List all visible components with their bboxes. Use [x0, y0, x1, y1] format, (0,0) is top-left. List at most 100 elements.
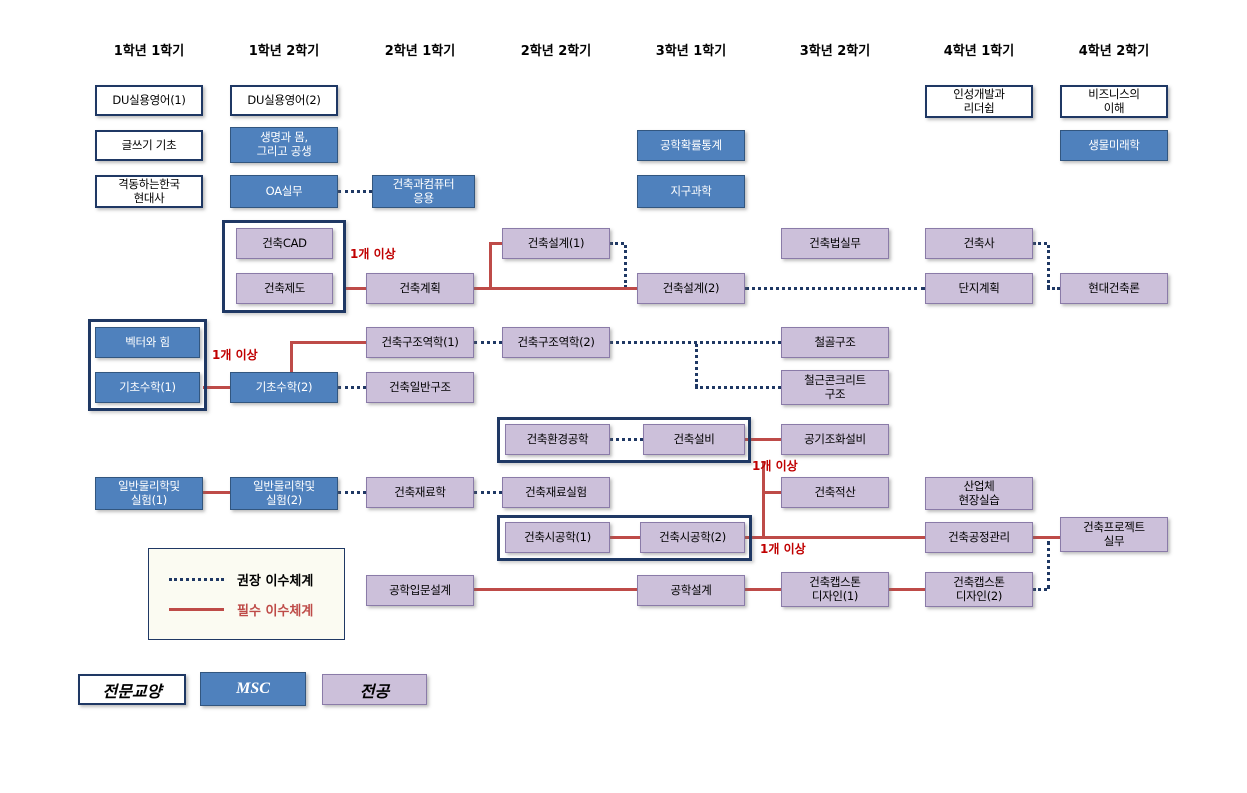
- course-du-practical-english-2: DU실용영어(2): [230, 85, 338, 116]
- recommended-path-line: [1047, 541, 1050, 589]
- course-building-environment-engineering: 건축환경공학: [505, 424, 610, 455]
- course-vector-and-force: 벡터와 힘: [95, 327, 200, 358]
- required-path-line: [203, 490, 230, 494]
- semester-header-1: 1학년 1학기: [113, 44, 185, 59]
- required-label: 필수 이수체계: [237, 603, 314, 619]
- required-line-sample: [169, 607, 224, 611]
- required-path-line: [889, 587, 925, 591]
- course-industry-field-training: 산업체 현장실습: [925, 477, 1033, 510]
- category-general-education: 전문교양: [78, 674, 186, 705]
- recommended-path-line: [745, 286, 925, 290]
- course-engineering-probability-statistics: 공학확률통계: [637, 130, 745, 161]
- recommended-path-line: [474, 340, 502, 344]
- recommended-path-line: [610, 437, 643, 441]
- required-path-line: [489, 241, 502, 245]
- course-modern-architecture-theory: 현대건축론: [1060, 273, 1168, 304]
- recommended-path-line: [338, 490, 366, 494]
- elective-group-cad-drafting: [222, 220, 346, 313]
- recommended-path-line: [338, 385, 366, 389]
- course-general-physics-lab-1: 일반물리학및 실험(1): [95, 477, 203, 510]
- recommended-label: 권장 이수체계: [237, 573, 314, 589]
- course-site-planning: 단지계획: [925, 273, 1033, 304]
- course-structural-mechanics-2: 건축구조역학(2): [502, 327, 610, 358]
- semester-header-3: 2학년 1학기: [384, 44, 456, 59]
- category-msc: MSC: [200, 672, 306, 706]
- required-path-line: [745, 535, 925, 539]
- line-legend: 권장 이수체계 필수 이수체계: [148, 548, 345, 640]
- semester-header-2: 1학년 2학기: [248, 44, 320, 59]
- course-architecture-drafting: 건축제도: [236, 273, 333, 304]
- semester-header-6: 3학년 2학기: [799, 44, 871, 59]
- recommended-path-line: [474, 490, 502, 494]
- recommended-path-line: [610, 241, 624, 245]
- course-building-materials-experiment: 건축재료실험: [502, 477, 610, 508]
- course-architecture-cad: 건축CAD: [236, 228, 333, 259]
- course-bio-futurology: 생물미래학: [1060, 130, 1168, 161]
- course-architecture-project-practice: 건축프로젝트 실무: [1060, 517, 1168, 552]
- recommended-path-line: [1047, 286, 1060, 290]
- course-architecture-design-2: 건축설계(2): [637, 273, 745, 304]
- course-basic-math-1: 기초수학(1): [95, 372, 200, 403]
- course-architecture-computer-application: 건축과컴퓨터 응용: [372, 175, 475, 208]
- required-path-line: [745, 587, 781, 591]
- recommended-path-line: [338, 189, 372, 193]
- recommended-path-line: [1033, 241, 1047, 245]
- required-path-line: [290, 340, 366, 344]
- required-path-line: [762, 490, 781, 494]
- min-one-required-note: 1개 이상: [760, 542, 806, 556]
- required-path-line: [290, 342, 293, 372]
- course-basic-math-2: 기초수학(2): [230, 372, 338, 403]
- required-path-line: [762, 461, 765, 538]
- course-reinforced-concrete-structure: 철근콘크리트 구조: [781, 370, 889, 405]
- course-business-understanding: 비즈니스의 이해: [1060, 85, 1168, 118]
- course-structural-mechanics-1: 건축구조역학(1): [366, 327, 474, 358]
- course-building-services: 건축설비: [643, 424, 745, 455]
- course-construction-process-management: 건축공정관리: [925, 522, 1033, 553]
- recommended-path-line: [610, 340, 781, 344]
- course-building-materials: 건축재료학: [366, 477, 474, 508]
- course-earth-science: 지구과학: [637, 175, 745, 208]
- course-architecture-design-1: 건축설계(1): [502, 228, 610, 259]
- course-personality-leadership: 인성개발과 리더쉽: [925, 85, 1033, 118]
- recommended-path-line: [1047, 245, 1050, 288]
- course-architecture-estimation: 건축적산: [781, 477, 889, 508]
- course-building-construction-1: 건축시공학(1): [505, 522, 610, 553]
- course-air-conditioning-equipment: 공기조화설비: [781, 424, 889, 455]
- course-architecture-history: 건축사: [925, 228, 1033, 259]
- semester-header-4: 2학년 2학기: [520, 44, 592, 59]
- course-capstone-design-1: 건축캡스톤 디자인(1): [781, 572, 889, 607]
- course-building-construction-2: 건축시공학(2): [640, 522, 745, 553]
- course-du-practical-english-1: DU실용영어(1): [95, 85, 203, 116]
- course-capstone-design-2: 건축캡스톤 디자인(2): [925, 572, 1033, 607]
- semester-header-7: 4학년 1학기: [943, 44, 1015, 59]
- required-path-line: [474, 587, 637, 591]
- semester-header-5: 3학년 1학기: [655, 44, 727, 59]
- required-path-line: [489, 243, 492, 289]
- required-path-line: [745, 437, 781, 441]
- semester-header-8: 4학년 2학기: [1078, 44, 1150, 59]
- required-path-line: [203, 385, 230, 389]
- elective-group-environment-services: [497, 417, 751, 463]
- course-architecture-planning: 건축계획: [366, 273, 474, 304]
- legend-row-required: 필수 이수체계: [169, 594, 344, 624]
- recommended-line-sample: [169, 577, 224, 581]
- recommended-path-line: [1033, 587, 1047, 591]
- course-oa-practice: OA실무: [230, 175, 338, 208]
- recommended-path-line: [695, 344, 698, 387]
- elective-group-vector-math: [88, 319, 207, 411]
- course-steel-structure: 철골구조: [781, 327, 889, 358]
- min-one-required-note: 1개 이상: [752, 459, 798, 473]
- course-general-building-structure: 건축일반구조: [366, 372, 474, 403]
- legend-row-recommended: 권장 이수체계: [169, 564, 344, 594]
- course-architecture-law-practice: 건축법실무: [781, 228, 889, 259]
- min-one-required-note: 1개 이상: [212, 348, 258, 362]
- course-intro-engineering-design: 공학입문설계: [366, 575, 474, 606]
- course-general-physics-lab-2: 일반물리학및 실험(2): [230, 477, 338, 510]
- course-engineering-design: 공학설계: [637, 575, 745, 606]
- required-path-line: [474, 286, 637, 290]
- course-life-body-symbiosis: 생명과 몸, 그리고 공생: [230, 127, 338, 163]
- course-turbulent-korean-history: 격동하는한국 현대사: [95, 175, 203, 208]
- category-major: 전공: [322, 674, 427, 705]
- recommended-path-line: [624, 245, 627, 288]
